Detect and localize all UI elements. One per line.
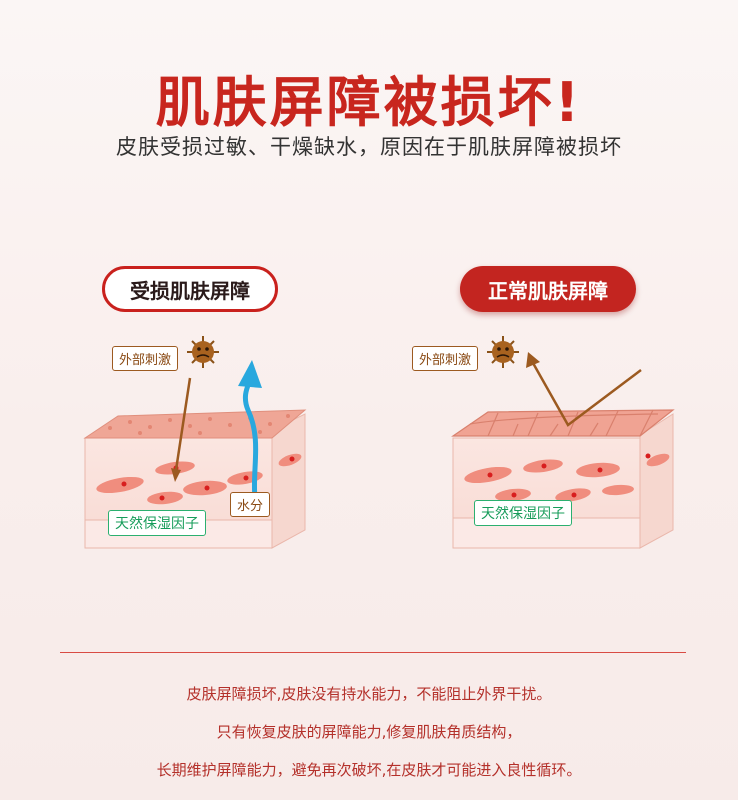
damaged-skin-diagram: 外部刺激 水分 天然保湿因子 (0, 330, 360, 560)
normal-nmf-tag: 天然保湿因子 (474, 500, 572, 526)
normal-skin-diagram: 外部刺激 天然保湿因子 (378, 330, 738, 560)
page-title: 肌肤屏障被损坏! (155, 71, 583, 134)
description-line-1: 皮肤屏障损坏,皮肤没有持水能力，不能阻止外界干扰。 (186, 685, 552, 703)
irritant-virus-icon (187, 336, 219, 368)
description-line-2: 只有恢复皮肤的屏障能力,修复肌肤角质结构， (216, 723, 522, 741)
damaged-nmf-tag: 天然保湿因子 (108, 510, 206, 536)
normal-irritant-tag: 外部刺激 (412, 346, 479, 371)
section-divider (60, 652, 686, 653)
water-tag: 水分 (230, 492, 271, 517)
damaged-irritant-tag: 外部刺激 (112, 346, 179, 371)
irritant-virus-icon (487, 336, 519, 368)
damaged-barrier-label: 受损肌肤屏障 (102, 266, 278, 312)
page-subtitle: 皮肤受损过敏、干燥缺水，原因在于肌肤屏障被损坏 (116, 135, 622, 159)
normal-barrier-label: 正常肌肤屏障 (460, 266, 636, 312)
normal-skin-illustration (451, 336, 675, 549)
description-line-3: 长期维护屏障能力，避免再次破坏,在皮肤才可能进入良性循环。 (156, 761, 582, 779)
